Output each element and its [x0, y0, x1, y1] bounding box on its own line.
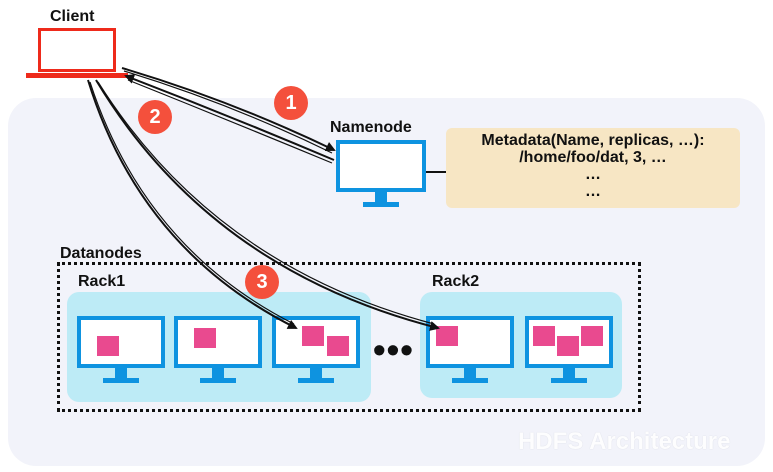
watermark-title: HDFS Architecture	[518, 428, 731, 455]
data-block	[97, 336, 119, 356]
namenode-label: Namenode	[330, 119, 412, 136]
client-laptop-base	[26, 73, 128, 78]
metadata-line-2: /home/foo/dat, 3, …	[519, 149, 667, 166]
step-3-badge: 3	[245, 265, 279, 299]
metadata-line-3: …	[585, 166, 601, 183]
response-arrow	[124, 74, 335, 161]
more-nodes-ellipsis: •••	[373, 329, 414, 370]
step-1-badge: 1	[274, 86, 308, 120]
data-block	[302, 326, 324, 346]
metadata-line-1: Metadata(Name, replicas, …):	[481, 132, 705, 149]
data-block	[436, 326, 458, 346]
read-arrow-rack1	[87, 79, 298, 329]
data-block	[327, 336, 349, 356]
read-arrow-rack2	[95, 79, 440, 331]
data-block	[194, 328, 216, 348]
step-2-badge: 2	[138, 100, 172, 134]
rack2-label: Rack2	[432, 273, 480, 290]
datanodes-border	[57, 262, 641, 412]
client-laptop-screen	[38, 28, 116, 72]
rack1-label: Rack1	[78, 273, 126, 290]
metadata-box: Metadata(Name, replicas, …): /home/foo/d…	[446, 128, 740, 208]
request-arrow	[121, 67, 336, 152]
namenode-metadata-connector	[426, 171, 446, 173]
data-block	[557, 336, 579, 356]
client-label: Client	[50, 8, 95, 25]
datanodes-label: Datanodes	[60, 245, 142, 262]
metadata-line-4: …	[585, 183, 601, 200]
data-block	[581, 326, 603, 346]
data-block	[533, 326, 555, 346]
